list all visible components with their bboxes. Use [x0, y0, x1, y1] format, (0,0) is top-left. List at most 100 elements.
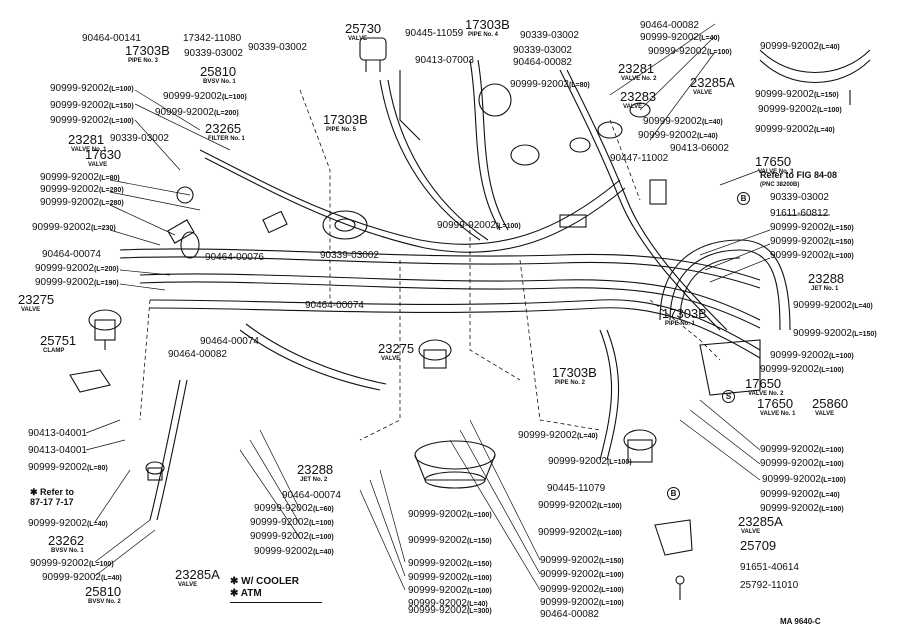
hose-length: (L=40): [701, 119, 723, 126]
part-label: 17342-11080: [183, 33, 241, 44]
part-number: 25860: [812, 396, 849, 411]
hose-length: (L=40): [818, 44, 840, 51]
part-number: 90339-03002: [248, 42, 307, 53]
part-number: 17630: [85, 147, 122, 162]
part-caption: BVSV No. 2: [88, 599, 121, 605]
part-label: 90999-92002(L=100): [408, 585, 492, 597]
refer-left-note: ✱ Refer to 87-17 7-17: [30, 487, 75, 507]
part-number: 90999-92002: [760, 458, 819, 469]
part-number: 90999-92002: [638, 130, 697, 141]
part-number: 90999-92002: [760, 503, 819, 514]
part-number: 91651-40614: [740, 562, 799, 573]
part-number: 90339-03002: [770, 192, 829, 203]
legend-atm: ✱ ATM: [230, 588, 262, 599]
hose-length: (L=100): [466, 588, 492, 595]
part-label: 90999-92002(L=100): [30, 558, 114, 570]
legend-cooler: ✱ W/ COOLER: [230, 576, 299, 587]
part-number: 23285A: [175, 567, 220, 582]
part-number: 17303B: [125, 43, 170, 58]
part-number: 90999-92002: [250, 517, 309, 528]
part-label: 90999-92002(L=150): [50, 100, 134, 112]
legend: ✱ W/ COOLER ✱ ATM: [230, 576, 322, 603]
part-number: 90999-92002: [408, 585, 467, 596]
part-number: 23283: [620, 89, 657, 104]
part-number: 90999-92002: [50, 115, 109, 126]
part-label: 90999-92002(L=40): [254, 546, 334, 558]
hose-length: (L=100): [88, 561, 114, 568]
part-number: 90999-92002: [32, 222, 91, 233]
part-number: 90999-92002: [760, 489, 819, 500]
part-number: 90999-92002: [408, 509, 467, 520]
hose-length: (L=100): [466, 512, 492, 519]
hose-length: (L=150): [828, 225, 854, 232]
hose-length: (L=60): [312, 506, 334, 513]
part-number: 23281: [68, 132, 105, 147]
part-label: 90999-92002(L=100): [760, 364, 844, 376]
part-caption: VALVE: [21, 307, 41, 313]
part-label: 90339-03002: [770, 192, 829, 203]
part-number: 90413-04001: [28, 445, 87, 456]
part-number: 90999-92002: [518, 430, 577, 441]
part-label: 90339-03002: [184, 48, 243, 59]
part-label: 90999-92002(L=100): [538, 500, 622, 512]
part-number: 90999-92002: [548, 456, 607, 467]
part-label: 90999-92002(L=150): [770, 236, 854, 248]
part-label: 90339-03002: [520, 30, 579, 41]
part-caption: VALVE: [88, 162, 108, 168]
part-number: 90999-92002: [762, 474, 821, 485]
part-label: 90999-92002(L=100): [760, 458, 844, 470]
part-number: 23288: [297, 462, 334, 477]
part-label: 90999-92002(L=230): [32, 222, 116, 234]
part-number: 90999-92002: [640, 32, 699, 43]
part-label: 90445-11079: [547, 483, 605, 494]
part-caption: VALVE No. 1: [760, 411, 796, 417]
part-label: 90999-92002(L=100): [250, 517, 334, 529]
hose-length: (L=100): [706, 49, 732, 56]
part-number: 90999-92002: [648, 46, 707, 57]
part-number: 90999-92002: [760, 364, 819, 375]
part-label: 90999-92002(L=100): [770, 250, 854, 262]
part-number: 90999-92002: [437, 220, 496, 231]
part-label: 90999-92002(L=40): [643, 116, 723, 128]
hose-length: (L=100): [598, 572, 624, 579]
part-label: 90464-00082: [513, 57, 572, 68]
part-label: 90999-92002(L=100): [250, 531, 334, 543]
part-number: 90464-00074: [42, 249, 101, 260]
part-label: 90999-92002(L=40): [518, 430, 598, 442]
part-caption: FILTER No. 1: [208, 136, 245, 142]
hose-length: (L=100): [820, 477, 846, 484]
part-caption: VALVE No. 1: [71, 147, 107, 153]
part-number: 90999-92002: [793, 328, 852, 339]
part-label: 90999-92002(L=150): [770, 222, 854, 234]
part-number: 23262: [48, 533, 85, 548]
part-label: 90413-06002: [670, 143, 729, 154]
part-label: 90999-92002(L=300): [408, 605, 492, 617]
part-caption: VALVE: [381, 356, 401, 362]
part-number: 90999-92002: [770, 350, 829, 361]
drawing-code: MA 9640-C: [780, 617, 821, 626]
part-number: 90999-92002: [40, 197, 99, 208]
part-number: 90999-92002: [30, 558, 89, 569]
part-label: 90464-00082: [640, 20, 699, 31]
part-label: 90339-03002: [248, 42, 307, 53]
part-label: 90999-92002(L=60): [254, 503, 334, 515]
part-caption: PIPE No. 4: [468, 32, 499, 38]
part-label: 90999-92002(L=150): [408, 535, 492, 547]
part-label: 90999-92002(L=100): [50, 83, 134, 95]
part-label: 90464-00141: [82, 33, 141, 44]
part-number: 90464-00076: [205, 252, 264, 263]
part-number: 23275: [378, 341, 415, 356]
part-number: 90464-00082: [513, 57, 572, 68]
part-label: 90999-92002(L=100): [408, 509, 492, 521]
part-label: 90999-92002(L=100): [163, 91, 247, 103]
hose-length: (L=230): [90, 225, 116, 232]
part-number: 90999-92002: [540, 555, 599, 566]
part-number: 90464-00074: [200, 336, 259, 347]
